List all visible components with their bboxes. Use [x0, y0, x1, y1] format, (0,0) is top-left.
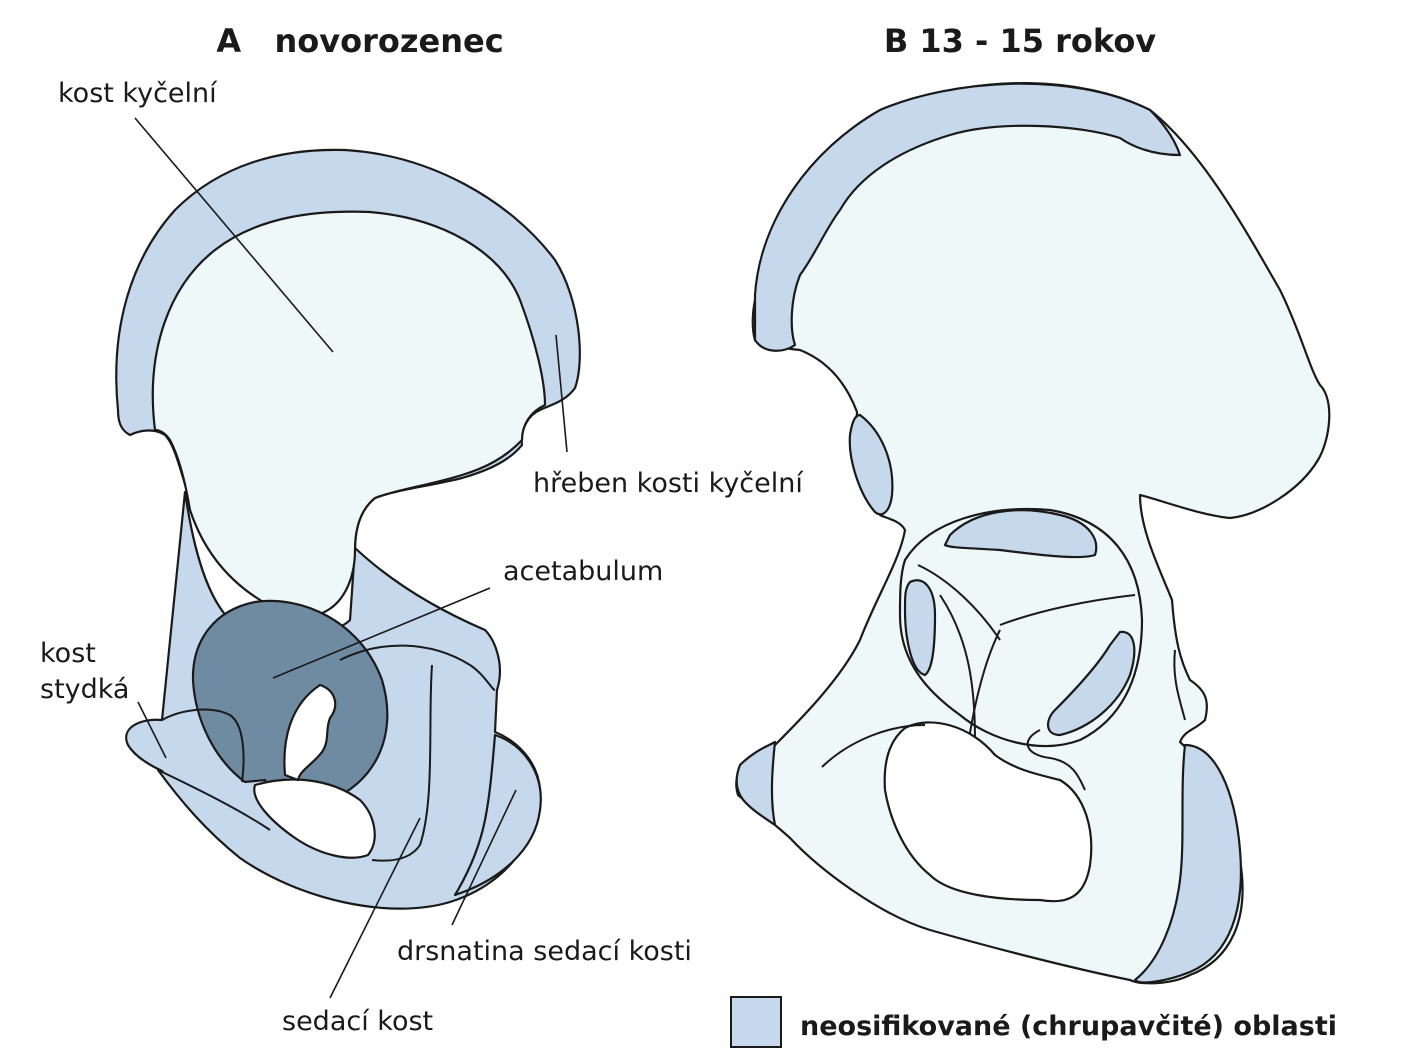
- ischial-tuberosity-cartilage-b: [1133, 743, 1242, 984]
- leader-ilium: [134, 117, 334, 353]
- seam-line-2: [157, 769, 271, 831]
- triradiate-seam-1: [917, 564, 1001, 641]
- label-pubis-line2: stydká: [40, 674, 129, 705]
- label-ischium: sedací kost: [282, 1006, 433, 1037]
- pubic-seam: [821, 724, 926, 768]
- iliac-crest-cartilage-b: [753, 82, 1182, 352]
- panel-a-leader-lines: [134, 117, 568, 999]
- acetabulum-right-cartilage: [1047, 630, 1136, 737]
- triradiate-seam-4: [939, 594, 976, 741]
- leader-ischium: [329, 817, 421, 999]
- ischial-tuberosity-cartilage: [453, 733, 542, 897]
- legend: neosifikované (chrupavčité) oblasti: [730, 996, 1337, 1048]
- panel-b-title: B 13 - 15 rokov: [884, 22, 1156, 60]
- ilium-ossified-wing: [151, 210, 547, 618]
- panel-a-title: A novorozenec: [216, 22, 503, 60]
- panel-a-newborn: [115, 148, 581, 910]
- obturator-opening-a: [253, 778, 376, 859]
- triradiate-seam-2: [999, 594, 1136, 626]
- label-ischial-tuberosity: drsnatina sedací kosti: [397, 936, 692, 967]
- legend-label: neosifikované (chrupavčité) oblasti: [800, 1011, 1337, 1042]
- leader-iliac-crest: [555, 334, 568, 453]
- iliac-spine-cartilage: [848, 413, 894, 516]
- seam-line-1: [161, 708, 245, 783]
- label-ilium: kost kyčelní: [58, 78, 218, 109]
- leader-pubis: [137, 701, 167, 759]
- label-pubis-line1: kost: [40, 638, 96, 669]
- leader-ischial-tuberosity: [451, 789, 517, 926]
- triradiate-seam-3: [967, 629, 1001, 746]
- acetabular-notch: [283, 683, 337, 782]
- ischial-seam: [1026, 729, 1086, 791]
- seam-line-4: [371, 664, 433, 862]
- legend-swatch: [730, 996, 782, 1048]
- anterior-spine-seam: [1173, 649, 1186, 721]
- seam-line-3: [339, 644, 496, 691]
- label-acetabulum: acetabulum: [503, 556, 663, 587]
- acetabulum-left-cartilage: [903, 579, 937, 677]
- pubic-cartilage-b: [735, 740, 777, 827]
- label-iliac-crest: hřeben kosti kyčelní: [533, 468, 804, 499]
- acetabulum-upper-cartilage: [943, 509, 1098, 559]
- obturator-opening-b: [883, 721, 1093, 903]
- leader-acetabulum: [272, 587, 491, 679]
- panel-b-adolescent: [735, 81, 1331, 985]
